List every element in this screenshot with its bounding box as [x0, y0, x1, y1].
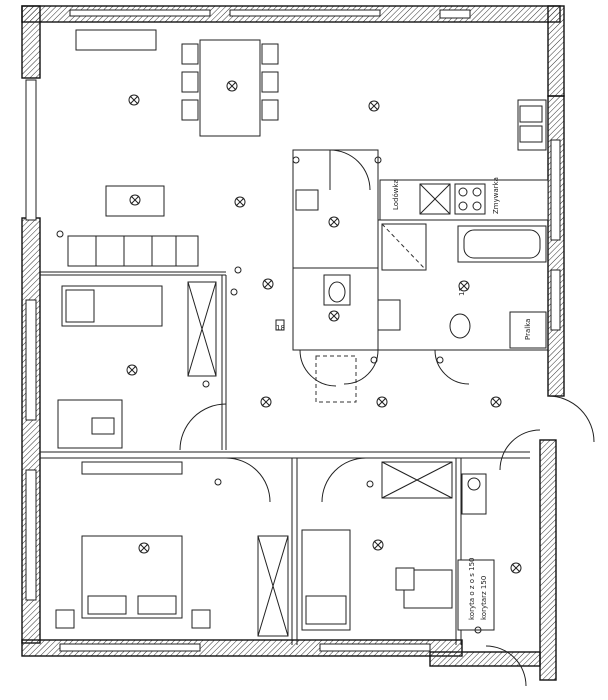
lamp-icon	[129, 194, 141, 206]
lamp-icon	[138, 542, 150, 554]
sofa	[67, 235, 199, 267]
kitchen: Lodówka Zmywarka	[379, 99, 549, 221]
dresser	[81, 461, 183, 475]
wall-right-upper	[547, 5, 565, 97]
bed-single-1	[61, 285, 163, 327]
washing-machine	[509, 311, 547, 349]
lamp-icon	[376, 396, 388, 408]
double-bed	[81, 535, 183, 619]
switches	[56, 156, 482, 634]
lamp-icon	[368, 100, 380, 112]
ceiling-lamps	[126, 80, 522, 574]
dishwasher-label: Zmywarka	[492, 177, 500, 214]
lamp-icon	[328, 216, 340, 228]
fridge-label: Lodówka	[392, 179, 400, 210]
lamp-icon	[372, 539, 384, 551]
doors	[179, 149, 595, 687]
lamp-icon	[458, 280, 470, 292]
lamp-icon	[262, 278, 274, 290]
shelf-top	[75, 29, 157, 51]
lamp-icon	[510, 562, 522, 574]
lamp-icon	[128, 94, 140, 106]
washer-label: Pralka	[524, 319, 532, 340]
label-18: 18	[276, 324, 285, 332]
hall-label: koryta o z o s 150	[468, 557, 476, 620]
lamp-icon	[490, 396, 502, 408]
lamp-icon	[126, 364, 138, 376]
lamp-icon	[260, 396, 272, 408]
wall-right-lower	[539, 439, 557, 681]
lamp-icon	[226, 80, 238, 92]
bathtub	[457, 225, 547, 263]
wall-left-upper	[21, 5, 41, 79]
wall-bottom-right	[429, 651, 541, 667]
outer-walls	[21, 5, 565, 681]
label-13: 13	[458, 287, 466, 296]
lamp-icon	[234, 196, 246, 208]
hall-cabinet	[457, 559, 495, 631]
hall-label-2: korytarz 150	[480, 576, 488, 620]
lamp-icon	[328, 310, 340, 322]
